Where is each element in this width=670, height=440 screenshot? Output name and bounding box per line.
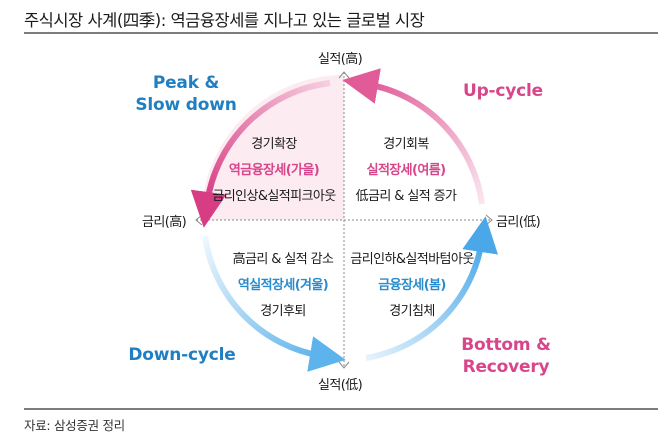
quadrant-season: 금융장세(봄) xyxy=(378,278,446,293)
quadrant-line: 高금리 & 실적 감소 xyxy=(232,252,334,267)
arrow-bottom-recovery xyxy=(365,216,498,361)
arrow-up-cycle xyxy=(342,68,485,205)
quadrant-bottom-right: 금리인하&실적바텀아웃 금융장세(봄) 경기침체 xyxy=(348,248,476,326)
title-divider xyxy=(24,32,658,34)
quadrant-top-left: 경기확장 역금융장세(가을) 금리인상&실적피크아웃 xyxy=(206,133,342,211)
quadrant-season: 실적장세(여름) xyxy=(366,163,446,178)
quadrant-line: 低금리 & 실적 증가 xyxy=(355,189,457,204)
phase-line: Recovery xyxy=(462,357,550,377)
phase-line: Bottom & xyxy=(461,335,551,355)
quadrant-line: 경기회복 xyxy=(383,137,429,152)
source-divider xyxy=(24,408,658,410)
quadrant-line: 경기확장 xyxy=(251,137,297,152)
phase-line: Peak & xyxy=(152,73,220,93)
source-note: 자료: 삼성증권 정리 xyxy=(24,418,125,433)
quadrant-top-right: 경기회복 실적장세(여름) 低금리 & 실적 증가 xyxy=(348,133,464,211)
quadrant-line: 금리인상&실적피크아웃 xyxy=(212,189,336,204)
arrow-peak-slowdown xyxy=(190,80,331,228)
axis-label-rate-high: 금리(高) xyxy=(142,215,187,230)
quadrant-line: 경기후퇴 xyxy=(260,304,306,319)
axis-label-earnings-low: 실적(低) xyxy=(318,378,363,393)
quadrant-line: 금리인하&실적바텀아웃 xyxy=(350,252,474,267)
axis-label-rate-low: 금리(低) xyxy=(496,215,541,230)
quadrant-bottom-left: 高금리 & 실적 감소 역실적장세(겨울) 경기후퇴 xyxy=(224,248,342,326)
quadrant-season: 역금융장세(가을) xyxy=(228,163,320,178)
quadrant-season: 역실적장세(겨울) xyxy=(237,278,329,293)
phase-line: Up-cycle xyxy=(462,81,544,101)
quadrant-line: 경기침체 xyxy=(389,304,435,319)
phase-label-bottom-recovery: Bottom & Recovery xyxy=(456,334,556,378)
axis-label-earnings-high: 실적(高) xyxy=(318,52,363,67)
arrow-down-cycle xyxy=(202,235,346,372)
page-title: 주식시장 사계(四季): 역금융장세를 지나고 있는 글로벌 시장 xyxy=(24,11,425,30)
phase-line: Down-cycle xyxy=(128,345,236,365)
phase-line: Slow down xyxy=(135,95,237,115)
quadrant-fill-top-left xyxy=(201,75,344,220)
phase-label-up-cycle: Up-cycle xyxy=(458,80,548,102)
phase-label-down-cycle: Down-cycle xyxy=(126,344,238,366)
phase-label-peak-slowdown: Peak & Slow down xyxy=(130,72,242,116)
